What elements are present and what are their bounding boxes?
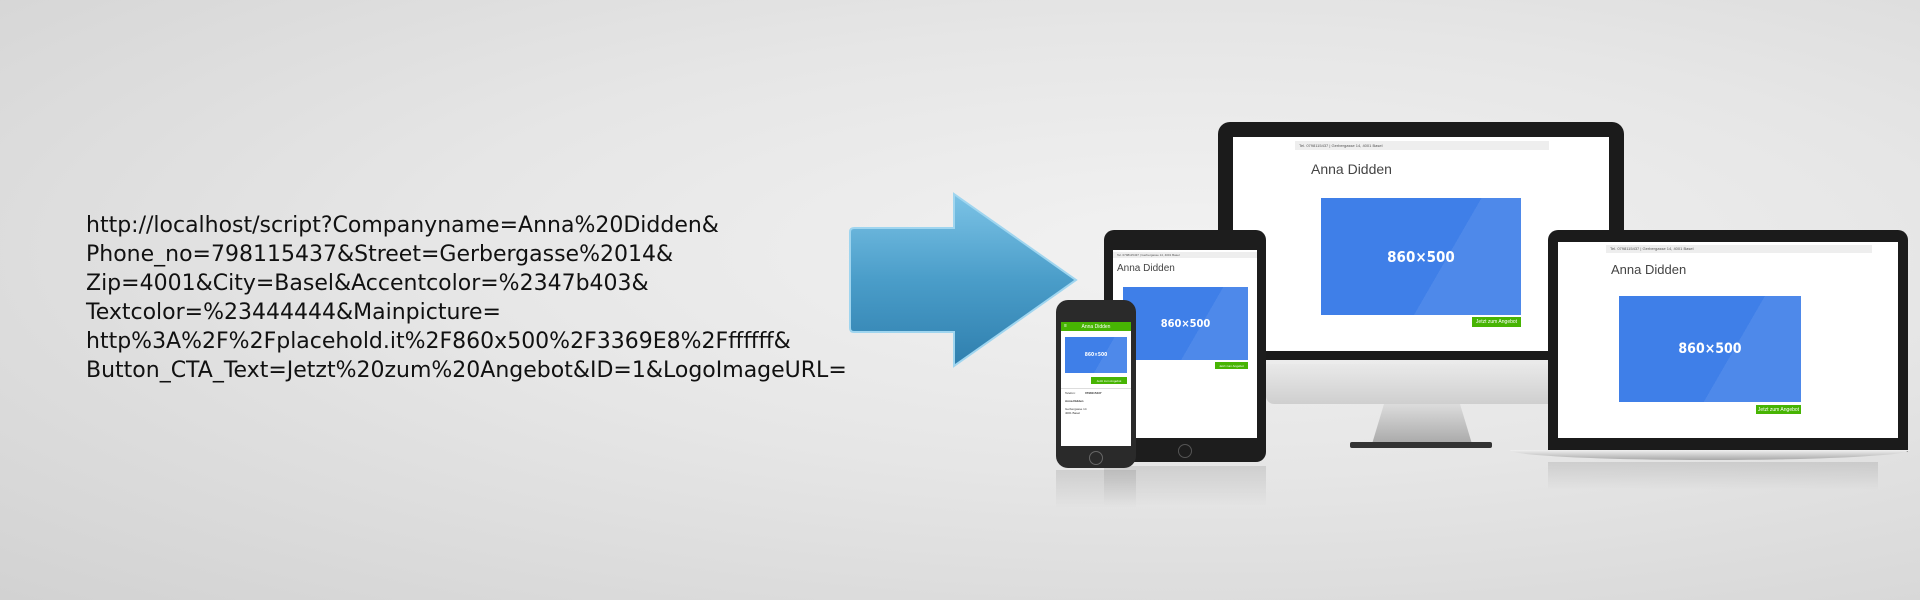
placeholder-label: 860×500 <box>1678 341 1742 357</box>
url-line: Textcolor=%23444444&Mainpicture= <box>86 300 501 325</box>
monitor-stand <box>1372 404 1472 444</box>
tablet-reflection <box>1104 466 1266 506</box>
tablet-home-button <box>1178 444 1192 458</box>
phone-address-name: Anna Didden <box>1065 399 1084 403</box>
right-arrow-icon <box>849 192 1078 368</box>
company-name: Anna Didden <box>1611 262 1687 277</box>
phone-home-button <box>1089 451 1103 465</box>
desktop-screen: Tel. 0798115437 | Gerbergasse 14, 4001 B… <box>1233 137 1609 351</box>
phone-telefon-value: 0798115437 <box>1085 391 1102 395</box>
smartphone-screen: ≡ Anna Didden 860×500 Jetzt zum Angebot … <box>1061 322 1131 446</box>
tablet-screen: Tel. 0798115437 | Gerbergasse 14, 4001 B… <box>1113 250 1257 438</box>
url-line: Phone_no=798115437&Street=Gerbergasse%20… <box>86 242 674 267</box>
placeholder-label: 860×500 <box>1084 352 1108 358</box>
cta-button[interactable]: Jetzt zum Angebot <box>1091 377 1127 384</box>
divider <box>1061 388 1131 389</box>
placeholder-label: 860×500 <box>1387 247 1455 266</box>
company-name: Anna Didden <box>1117 263 1175 274</box>
monitor-chin <box>1266 364 1576 404</box>
url-line: http%3A%2F%2Fplacehold.it%2F860x500%2F33… <box>86 329 791 354</box>
url-line: Zip=4001&City=Basel&Accentcolor=%2347b40… <box>86 271 649 296</box>
url-line: http://localhost/script?Companyname=Anna… <box>86 213 719 238</box>
contact-topbar: Tel. 0798115437 | Gerbergasse 14, 4001 B… <box>1606 245 1872 253</box>
cta-button[interactable]: Jetzt zum Angebot <box>1472 317 1521 327</box>
phone-reflection <box>1056 470 1136 508</box>
monitor-base <box>1350 442 1492 448</box>
url-line: Button_CTA_Text=Jetzt%20zum%20Angebot&ID… <box>86 358 847 383</box>
laptop-reflection <box>1548 462 1878 490</box>
main-picture-placeholder: 860×500 <box>1619 296 1801 402</box>
cta-button[interactable]: Jetzt zum Angebot <box>1756 405 1801 414</box>
laptop-screen: Tel. 0798115437 | Gerbergasse 14, 4001 B… <box>1558 242 1898 438</box>
contact-topbar: Tel. 0798115437 | Gerbergasse 14, 4001 B… <box>1113 252 1257 258</box>
phone-header-title: Anna Didden <box>1081 323 1111 330</box>
phone-address-city: 4001 Basel <box>1065 411 1081 415</box>
main-picture-placeholder: 860×500 <box>1065 337 1127 373</box>
hamburger-menu-icon[interactable]: ≡ <box>1064 323 1067 329</box>
placeholder-label: 860×500 <box>1160 317 1211 330</box>
main-picture-placeholder: 860×500 <box>1123 287 1248 360</box>
cta-button[interactable]: Jetzt zum Angebot <box>1215 362 1248 369</box>
phone-header: ≡ Anna Didden <box>1061 322 1131 331</box>
laptop-base <box>1510 450 1910 460</box>
company-name: Anna Didden <box>1311 161 1392 177</box>
contact-topbar: Tel. 0798115437 | Gerbergasse 14, 4001 B… <box>1295 141 1549 150</box>
phone-address-street: Gerbergasse 14 <box>1065 407 1087 411</box>
phone-telefon-label: Telefon: <box>1065 391 1076 395</box>
url-example-text: http://localhost/script?Companyname=Anna… <box>86 211 926 385</box>
main-picture-placeholder: 860×500 <box>1321 198 1521 315</box>
